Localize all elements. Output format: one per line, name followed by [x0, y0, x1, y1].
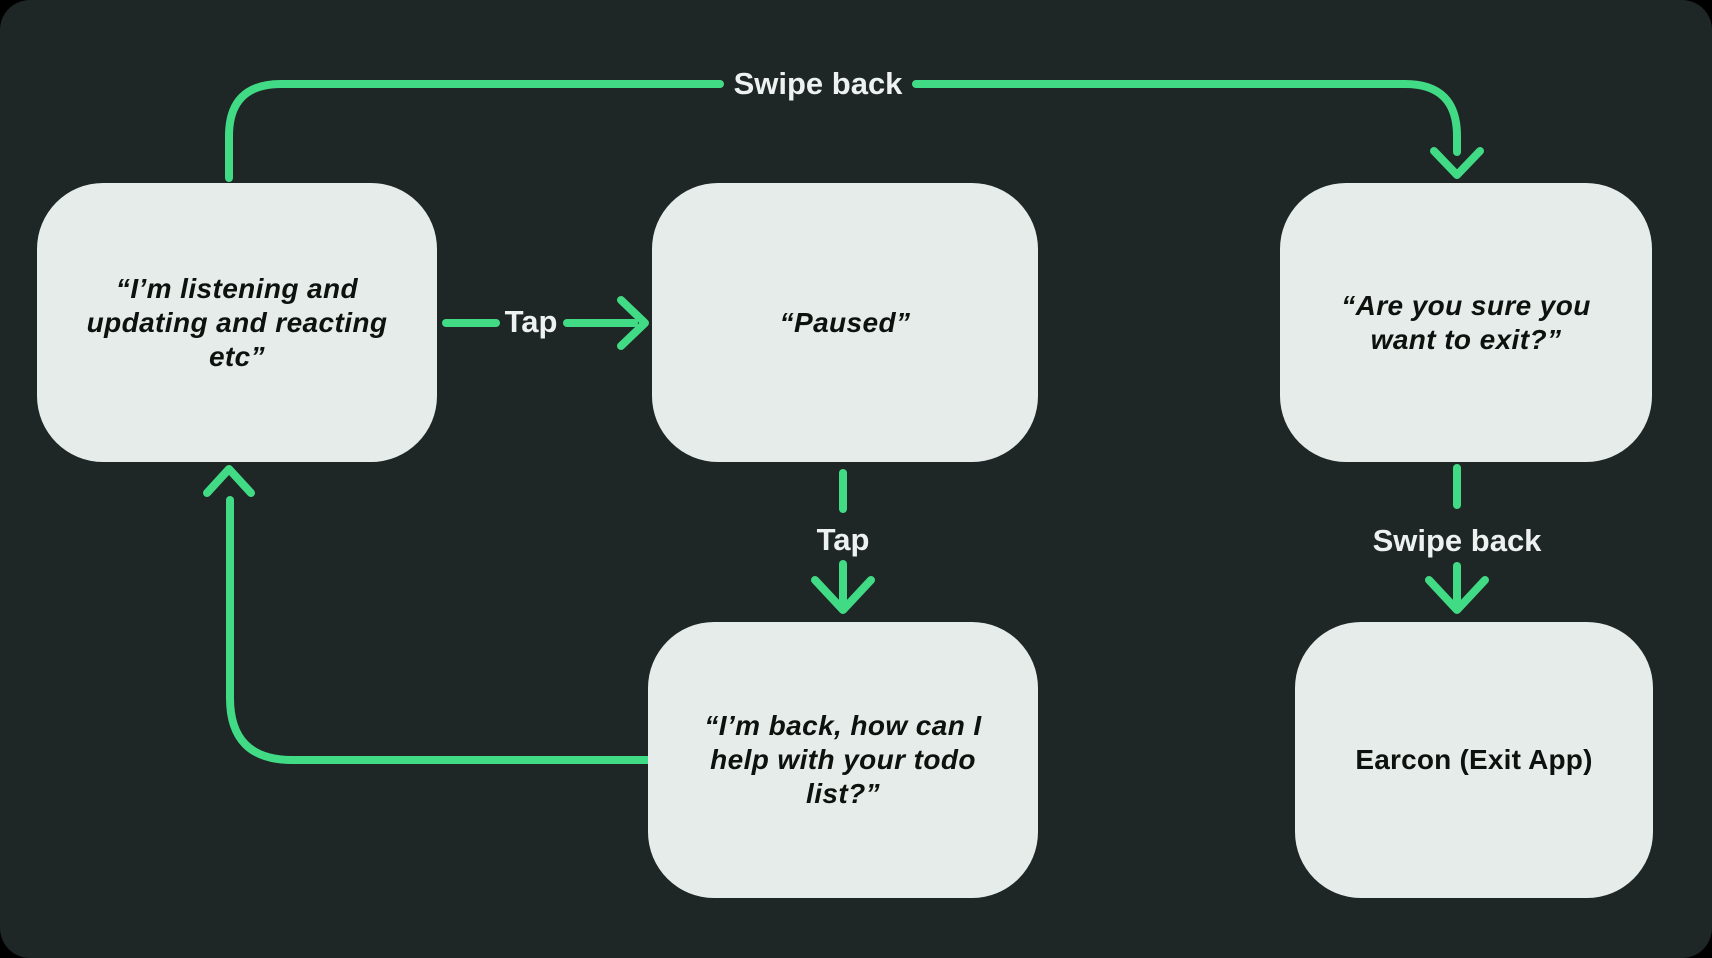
arrow-tap-right — [442, 296, 649, 350]
edge-label-tap-right: Tap — [504, 304, 558, 339]
node-exit-confirm: “Are you sure you want to exit?” — [1280, 183, 1652, 462]
arrow-loop-back-head — [203, 465, 255, 497]
node-listening: “I’m listening and updating and reacting… — [37, 183, 437, 462]
arrow-swipe-back-top-right-segment — [912, 80, 1461, 156]
arrow-swipe-back-top-left-segment — [225, 80, 724, 182]
node-earcon: Earcon (Exit App) — [1295, 622, 1653, 898]
arrow-tap-down-head — [811, 576, 875, 614]
arrow-swipe-back-top — [225, 80, 1484, 182]
arrow-swipe-back-top-head — [1430, 147, 1484, 179]
edge-label-tap-down: Tap — [816, 522, 870, 557]
node-paused: “Paused” — [652, 183, 1038, 462]
arrow-swipe-back-down-head — [1425, 576, 1489, 614]
edge-label-swipe-back-top: Swipe back — [733, 66, 903, 101]
arrow-tap-right-head — [617, 296, 649, 350]
arrow-loop-back — [203, 465, 652, 764]
arrow-tap-down — [811, 469, 875, 614]
arrow-swipe-back-down — [1425, 464, 1489, 614]
arrow-loop-back-segment — [226, 496, 652, 764]
edge-label-swipe-back-right: Swipe back — [1372, 523, 1542, 558]
node-im-back: “I’m back, how can I help with your todo… — [648, 622, 1038, 898]
